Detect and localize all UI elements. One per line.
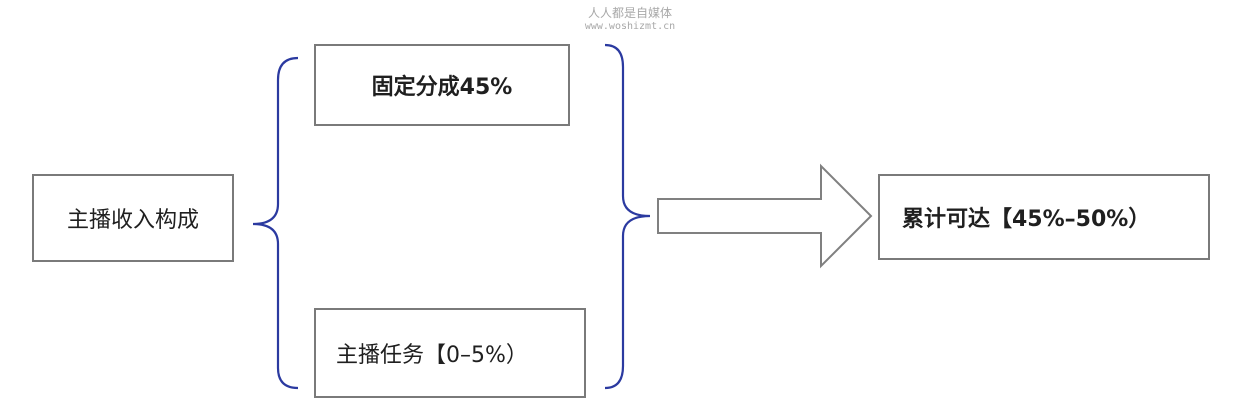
cumulative-result-box: 累计可达【45%–50%） xyxy=(878,174,1210,260)
streamer-task-label: 主播任务【0–5%） xyxy=(336,343,528,368)
watermark: 人人都是自媒体 www.woshizmt.cn xyxy=(560,6,700,34)
fixed-share-box: 固定分成45% xyxy=(314,44,570,126)
right-brace-icon xyxy=(604,43,651,390)
right-arrow-icon xyxy=(657,163,873,269)
streamer-task-box: 主播任务【0–5%） xyxy=(314,308,586,398)
income-composition-label: 主播收入构成 xyxy=(66,208,199,233)
income-composition-box: 主播收入构成 xyxy=(32,174,234,262)
cumulative-result-label: 累计可达【45%–50%） xyxy=(902,207,1151,232)
watermark-url: www.woshizmt.cn xyxy=(584,21,676,32)
fixed-share-label: 固定分成45% xyxy=(371,75,513,100)
left-brace-icon xyxy=(252,56,299,390)
watermark-title: 人人都是自媒体 xyxy=(587,6,672,20)
